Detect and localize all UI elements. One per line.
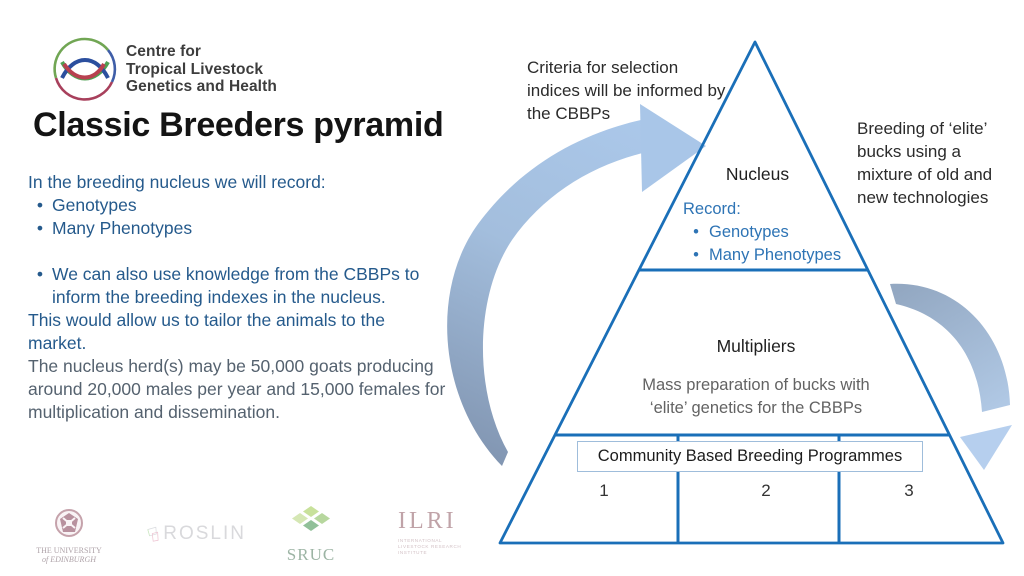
ilri-logo: ILRI INTERNATIONAL LIVESTOCK RESEARCH IN… (398, 508, 470, 556)
sruc-text: SRUC (286, 545, 336, 564)
brand-line-1: Centre for (126, 43, 202, 60)
nucleus-label: Nucleus (725, 164, 790, 184)
breeding-annotation: Breeding of ‘elite’ bucks using a mixtur… (857, 119, 993, 207)
tailor-paragraph: This would allow us to tailor the animal… (28, 310, 385, 353)
brand-name: Centre for Tropical Livestock Genetics a… (126, 43, 277, 96)
multipliers-subtitle: Mass preparation of bucks with ‘elite’ g… (642, 376, 870, 417)
right-curved-arrow-icon (890, 283, 1012, 470)
left-curved-arrow-icon (447, 104, 706, 466)
cbbp-cell-2: 2 (761, 481, 771, 500)
bullet-genotypes: Genotypes (28, 194, 478, 217)
bullet-many-phenotypes: Many Phenotypes (28, 217, 478, 240)
cbbp-box: Community Based Breeding Programmes (577, 441, 923, 472)
left-text-panel: In the breeding nucleus we will record: … (28, 171, 478, 424)
page-title: Classic Breeders pyramid (33, 106, 444, 144)
edinburgh-text-line-1: THE UNIVERSITY (36, 546, 102, 555)
ilri-text: ILRI (398, 508, 457, 534)
roslin-logo: ROSLIN (146, 516, 246, 552)
multipliers-label: Multipliers (716, 336, 796, 356)
record-heading: Record: (683, 200, 741, 218)
edinburgh-text-line-2: of EDINBURGH (42, 555, 96, 564)
sruc-diamonds-icon (292, 506, 330, 531)
cbbp-cell-1: 1 (599, 481, 609, 500)
cbbp-box-label: Community Based Breeding Programmes (597, 447, 903, 465)
sruc-logo: SRUC (283, 506, 339, 565)
ilri-sub-line-3: INSTITUTE (398, 550, 428, 555)
ilri-sub-line-1: INTERNATIONAL (398, 538, 443, 543)
partner-logos-footer: THE UNIVERSITY of EDINBURGH ROSLIN SRUC … (0, 500, 1024, 570)
criteria-annotation: Criteria for selection indices will be i… (527, 58, 726, 123)
record-block: Record: Genotypes Many Phenotypes (683, 198, 841, 267)
record-bullet-many-phenotypes: Many Phenotypes (683, 244, 841, 267)
intro-paragraph: In the breeding nucleus we will record: (28, 172, 326, 192)
roslin-shapes-icon (147, 526, 159, 542)
ilri-sub-line-2: LIVESTOCK RESEARCH (398, 544, 462, 549)
ctlgh-logo-icon (53, 37, 117, 101)
brand-line-2: Tropical Livestock (126, 60, 264, 78)
bullet-knowledge: We can also use knowledge from the CBBPs… (28, 263, 478, 309)
herd-paragraph: The nucleus herd(s) may be 50,000 goats … (28, 356, 446, 422)
edinburgh-crest-icon (55, 509, 83, 537)
university-of-edinburgh-logo: THE UNIVERSITY of EDINBURGH (34, 508, 104, 564)
record-bullet-genotypes: Genotypes (683, 221, 841, 244)
roslin-text: ROSLIN (163, 523, 246, 544)
brand-line-3: Genetics and Health (126, 78, 277, 95)
cbbp-cell-3: 3 (904, 481, 914, 500)
pyramid-outline (498, 40, 1005, 545)
